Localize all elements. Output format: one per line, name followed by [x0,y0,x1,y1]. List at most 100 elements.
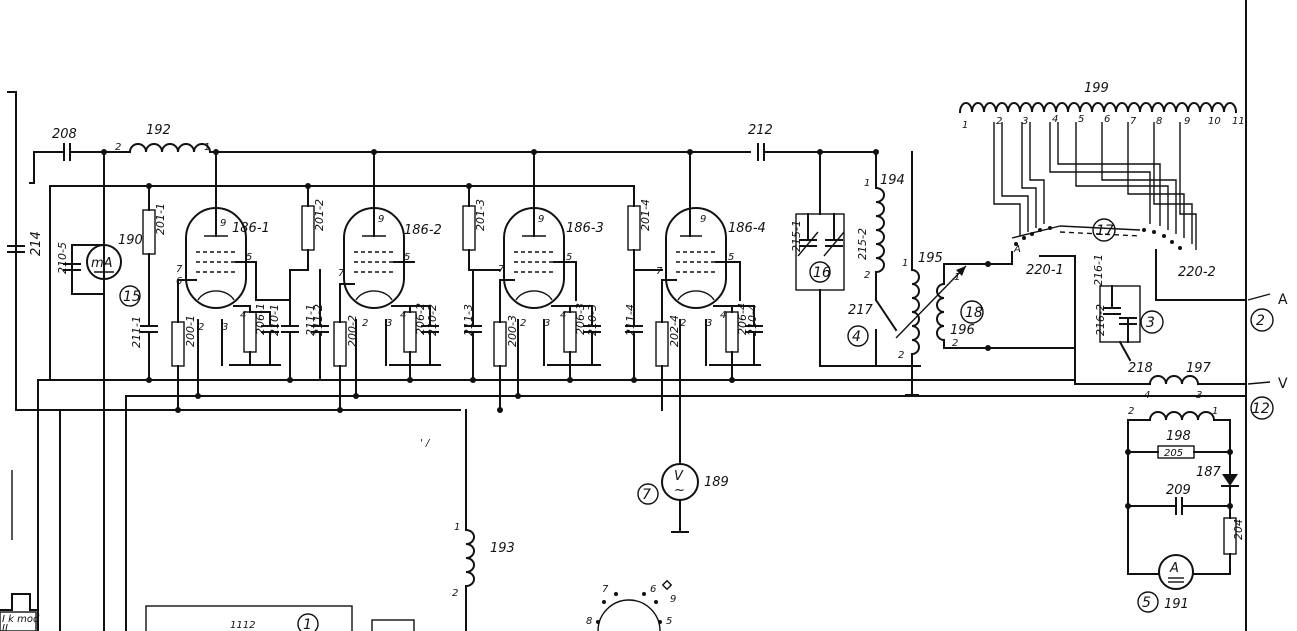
svg-text:2: 2 [952,338,958,349]
svg-text:5: 5 [666,616,672,627]
svg-text:209: 209 [1166,483,1191,498]
svg-text:4: 4 [400,310,406,321]
svg-text:1: 1 [303,617,312,631]
coil-193: 193 1 2 ' / [420,409,515,631]
svg-text:206-2: 206-2 [414,303,427,335]
svg-text:1112: 1112 [230,620,255,631]
svg-text:6: 6 [176,276,182,287]
svg-text:9: 9 [670,594,676,605]
bottom-dial: 7 6 8 5 9 [586,579,676,631]
svg-text:7: 7 [498,264,505,275]
svg-text:220-1: 220-1 [1026,263,1064,278]
svg-text:193: 193 [490,541,515,556]
svg-text:I k mod: I k mod [2,614,40,625]
svg-text:200-2: 200-2 [346,315,359,347]
svg-text:2: 2 [680,318,686,329]
capacitor-214: 214 [7,231,44,256]
svg-text:197: 197 [1186,361,1212,376]
svg-text:1: 1 [902,258,908,269]
svg-text:215-1: 215-1 [790,220,803,252]
svg-text:2: 2 [898,350,904,361]
svg-text:7: 7 [642,487,651,503]
svg-text:9: 9 [700,214,706,225]
svg-text:216-1: 216-1 [1092,254,1105,286]
svg-text:7: 7 [656,266,663,277]
svg-text:9: 9 [1184,116,1190,127]
svg-text:6: 6 [650,584,656,595]
svg-text:4: 4 [1144,390,1150,401]
svg-text:6: 6 [1104,114,1110,125]
switch-217: 217 4 [847,298,898,367]
svg-text:211-1: 211-1 [130,316,143,348]
svg-text:202-4: 202-4 [668,315,681,347]
svg-text:1: 1 [962,120,968,131]
tapped-coil-199: 199 1 2 3 4 5 6 7 8 9 10 11 [958,81,1245,250]
svg-text:9: 9 [378,214,384,225]
svg-text:II: II [2,623,8,631]
capacitor-216: 216-1 216-2 3 218 [1092,254,1164,376]
terminals: A 2 V 12 [1247,292,1288,420]
svg-text:196: 196 [950,323,975,338]
svg-text:200-1: 200-1 [184,315,197,347]
coil-197: 197 4 3 [1074,361,1247,401]
svg-text:211-2: 211-2 [312,304,325,336]
ma-meter: mA 190 15 210-5 [56,233,143,307]
svg-text:7: 7 [1130,116,1137,127]
label-192: 192 [146,123,171,138]
svg-text:205: 205 [1164,448,1183,459]
svg-text:8: 8 [1156,116,1162,127]
svg-text:2: 2 [864,270,870,281]
svg-text:7: 7 [602,584,609,595]
svg-text:201-3: 201-3 [474,199,487,231]
svg-text:1: 1 [204,142,210,153]
svg-text:4: 4 [852,329,861,345]
svg-text:195: 195 [918,251,943,266]
svg-text:211-3: 211-3 [462,304,475,336]
svg-text:1: 1 [954,272,960,283]
coil-194: 194 1 2 [864,151,905,301]
label-208: 208 [52,127,77,142]
svg-text:201-4: 201-4 [639,199,652,231]
svg-text:201-2: 201-2 [313,199,326,231]
svg-text:2: 2 [996,116,1002,127]
svg-text:5: 5 [1078,114,1084,125]
svg-text:218: 218 [1128,361,1153,376]
svg-text:186-1: 186-1 [232,221,270,236]
svg-text:198: 198 [1166,429,1191,444]
svg-text:11: 11 [1232,116,1245,127]
svg-text:210-4: 210-4 [746,304,759,336]
svg-text:2: 2 [452,588,458,599]
svg-text:210-5: 210-5 [56,242,69,274]
svg-text:5: 5 [1142,595,1151,611]
svg-text:210-2: 210-2 [426,304,439,336]
coil-192 [128,143,212,154]
svg-text:3: 3 [1196,390,1202,401]
junction-dots [146,149,735,413]
svg-text:3: 3 [544,318,550,329]
tube-186-3 [503,207,565,309]
svg-text:212: 212 [748,123,773,138]
svg-text:1: 1 [1212,406,1218,417]
tube-186-1 [185,207,247,309]
tube-stage-1: 201-1 211-1 200-1 186-1 9 7 6 5 2 3 4 20… [130,151,291,411]
svg-text:4: 4 [1052,114,1058,125]
svg-text:3: 3 [386,318,392,329]
svg-text:186-4: 186-4 [728,221,766,236]
svg-text:18: 18 [965,305,983,321]
svg-text:3: 3 [1146,315,1155,331]
svg-text:1: 1 [454,522,460,533]
svg-text:3: 3 [706,318,712,329]
svg-text:186-3: 186-3 [566,221,604,236]
svg-text:206-1: 206-1 [254,303,267,335]
svg-text:4: 4 [720,310,726,321]
svg-text:2: 2 [1128,406,1134,417]
v-meter: V ~ 189 7 [637,395,729,533]
svg-text:211-1: 211-1 [304,304,317,336]
svg-text:216-2: 216-2 [1094,304,1107,336]
svg-text:211-4: 211-4 [624,304,637,336]
svg-text:220-2: 220-2 [1178,265,1216,280]
svg-text:200-3: 200-3 [506,315,519,347]
svg-text:3: 3 [1022,116,1028,127]
svg-text:191: 191 [1164,597,1189,612]
